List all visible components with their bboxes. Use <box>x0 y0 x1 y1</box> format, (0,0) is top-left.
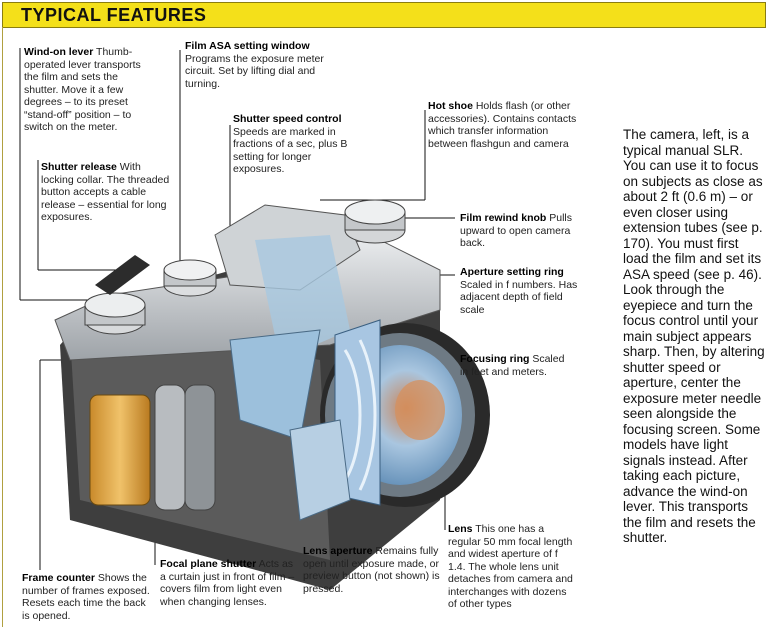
film-cassette <box>89 394 151 506</box>
callout-text: Acts as a curtain just in front of film … <box>160 558 295 608</box>
callout-film-asa: Film ASA setting window Programs the exp… <box>185 40 335 90</box>
callout-title: Focal plane shutter <box>160 558 257 570</box>
callout-title: Lens aperture <box>303 545 373 557</box>
callout-text: Speeds are marked in fractions of a sec,… <box>233 125 348 176</box>
callout-text: Programs the exposure meter circuit. Set… <box>185 52 324 90</box>
callout-lens-aperture: Lens aperture Remains fully open until e… <box>303 545 443 595</box>
callout-title: Film rewind knob <box>460 212 547 224</box>
callout-shutter-speed: Shutter speed control Speeds are marked … <box>233 113 363 176</box>
callout-text: Scaled in f numbers. Has adjacent depth … <box>460 278 578 316</box>
callout-text: This one has a regular 50 mm focal lengt… <box>448 523 573 610</box>
callout-frame-counter: Frame counter Shows the number of frames… <box>22 572 150 622</box>
callout-aperture-ring: Aperture setting ring Scaled in f number… <box>460 266 580 316</box>
pentaprism-glass <box>255 235 350 360</box>
callout-text: Thumb-operated lever transports the film… <box>24 46 141 133</box>
callout-title: Wind-on lever <box>24 46 94 58</box>
side-description: The camera, left, is a typical manual SL… <box>623 127 765 545</box>
callout-wind-on-lever: Wind-on lever Thumb-operated lever trans… <box>24 46 154 134</box>
film-spool <box>154 384 186 511</box>
callout-title: Aperture setting ring <box>460 266 564 278</box>
callout-text: Scaled in feet and meters. <box>460 353 565 378</box>
callout-hot-shoe: Hot shoe Holds flash (or other accessori… <box>428 100 578 150</box>
callout-title: Focusing ring <box>460 353 530 365</box>
callout-text: Remains fully open until exposure made, … <box>303 545 440 595</box>
callout-title: Lens <box>448 523 473 535</box>
callout-focal-plane-shutter: Focal plane shutter Acts as a curtain ju… <box>160 558 295 608</box>
take-up-spool <box>184 384 216 511</box>
frame-border <box>2 27 3 627</box>
title-bar: TYPICAL FEATURES <box>2 2 766 28</box>
wind-on-lever <box>95 255 150 295</box>
callout-shutter-release: Shutter release With locking collar. The… <box>41 161 171 224</box>
lens-assembly <box>320 319 490 507</box>
callout-film-rewind: Film rewind knob Pulls upward to open ca… <box>460 212 580 250</box>
callout-text: Holds flash (or other accessories). Cont… <box>428 100 577 150</box>
callout-title: Shutter release <box>41 161 117 173</box>
callout-lens: Lens This one has a regular 50 mm focal … <box>448 523 578 611</box>
callout-text: Shows the number of frames exposed. Rese… <box>22 572 150 622</box>
callout-title: Frame counter <box>22 572 95 584</box>
callout-text: With locking collar. The threaded button… <box>41 161 170 223</box>
callout-title: Shutter speed control <box>233 113 342 125</box>
callout-title: Film ASA setting window <box>185 40 310 52</box>
lens-rear-element <box>289 419 351 521</box>
callout-text: Pulls upward to open camera back. <box>460 212 573 249</box>
callout-title: Hot shoe <box>428 100 473 112</box>
callout-focusing-ring: Focusing ring Scaled in feet and meters. <box>460 353 570 378</box>
page-title: TYPICAL FEATURES <box>21 5 207 25</box>
